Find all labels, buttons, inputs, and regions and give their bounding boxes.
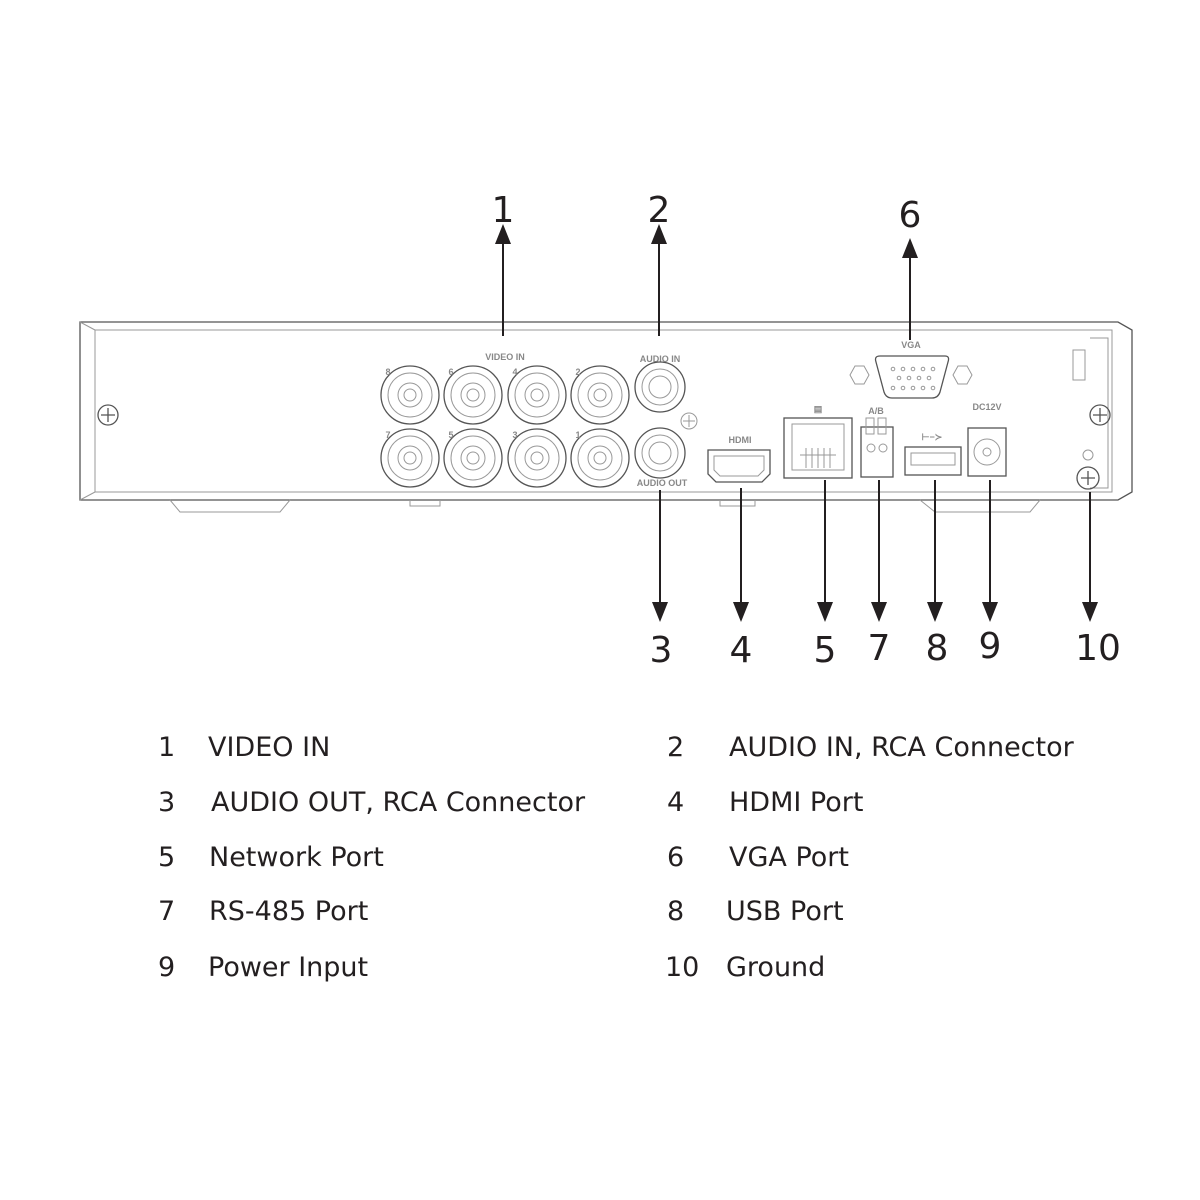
legend-num-1: 1 xyxy=(158,732,176,763)
legend-label-8: USB Port xyxy=(726,896,844,927)
legend-num-3: 3 xyxy=(158,787,176,818)
legend-label-3: AUDIO OUT, RCA Connector xyxy=(211,787,586,818)
legend-num-5: 5 xyxy=(158,842,176,873)
legend-label-2: AUDIO IN, RCA Connector xyxy=(729,732,1074,763)
power-label: DC12V xyxy=(972,402,1001,412)
bnc-connector-7: 7 xyxy=(380,428,440,488)
channel-number: 5 xyxy=(448,430,453,440)
legend-num-10: 10 xyxy=(665,952,700,983)
ground-terminal xyxy=(1076,449,1100,490)
legend-label-7: RS-485 Port xyxy=(209,896,369,927)
legend-label-5: Network Port xyxy=(209,842,384,873)
legend-num-2: 2 xyxy=(667,732,685,763)
hdmi-label: HDMI xyxy=(729,435,752,445)
hdmi-port xyxy=(707,449,771,483)
screw-right xyxy=(1089,404,1111,426)
vent-slots xyxy=(1072,349,1086,381)
audio-out-label: AUDIO OUT xyxy=(637,478,688,488)
audio-in-connector xyxy=(634,361,686,413)
callout-9: 9 xyxy=(979,626,1002,667)
callout-2: 2 xyxy=(648,190,671,231)
power-jack xyxy=(967,427,1007,477)
rs485-terminal xyxy=(860,417,894,478)
vga-label: VGA xyxy=(901,340,921,350)
callout-1: 1 xyxy=(492,190,515,231)
svg-text:▤: ▤ xyxy=(814,404,823,414)
legend-label-10: Ground xyxy=(726,952,826,983)
callout-6: 6 xyxy=(899,195,922,236)
channel-number: 3 xyxy=(512,430,517,440)
bnc-connector-1: 1 xyxy=(570,428,630,488)
legend-num-4: 4 xyxy=(667,787,685,818)
legend-label-1: VIDEO IN xyxy=(208,732,331,763)
rs485-label: A/B xyxy=(868,406,884,416)
callout-10: 10 xyxy=(1075,628,1121,669)
video-in-label: VIDEO IN xyxy=(485,352,525,362)
channel-number: 2 xyxy=(575,367,580,377)
bnc-connector-3: 3 xyxy=(507,428,567,488)
channel-number: 8 xyxy=(385,367,390,377)
bnc-connector-8: 8 xyxy=(380,365,440,425)
legend-num-7: 7 xyxy=(158,896,176,927)
ground-symbol-icon xyxy=(680,412,698,430)
bnc-connector-4: 4 xyxy=(507,365,567,425)
callout-8: 8 xyxy=(926,628,949,669)
callout-arrows xyxy=(495,224,1098,622)
channel-number: 4 xyxy=(512,367,517,377)
usb-port xyxy=(904,446,962,476)
channel-number: 7 xyxy=(385,430,390,440)
callout-4: 4 xyxy=(730,630,753,671)
bnc-connector-5: 5 xyxy=(443,428,503,488)
legend-label-9: Power Input xyxy=(208,952,369,983)
device-chassis xyxy=(79,321,1133,513)
network-port: ▤ xyxy=(783,404,853,479)
audio-out-connector xyxy=(634,427,686,479)
screw-left xyxy=(97,404,119,426)
channel-number: 1 xyxy=(575,430,580,440)
legend-label-4: HDMI Port xyxy=(729,787,864,818)
audio-in-label: AUDIO IN xyxy=(640,354,681,364)
legend-label-6: VGA Port xyxy=(729,842,849,873)
callout-3: 3 xyxy=(650,630,673,671)
bnc-connector-6: 6 xyxy=(443,365,503,425)
callout-5: 5 xyxy=(814,630,837,671)
legend-num-9: 9 xyxy=(158,952,176,983)
bnc-connector-2: 2 xyxy=(570,365,630,425)
callout-7: 7 xyxy=(868,628,891,669)
channel-number: 6 xyxy=(448,367,453,377)
legend-num-8: 8 xyxy=(667,896,685,927)
usb-icon: ⊢−≻ xyxy=(922,432,943,442)
legend-num-6: 6 xyxy=(667,842,685,873)
bnc-connectors: 8 6 4 2 7 5 3 1 xyxy=(380,365,630,488)
vga-port xyxy=(849,355,973,399)
